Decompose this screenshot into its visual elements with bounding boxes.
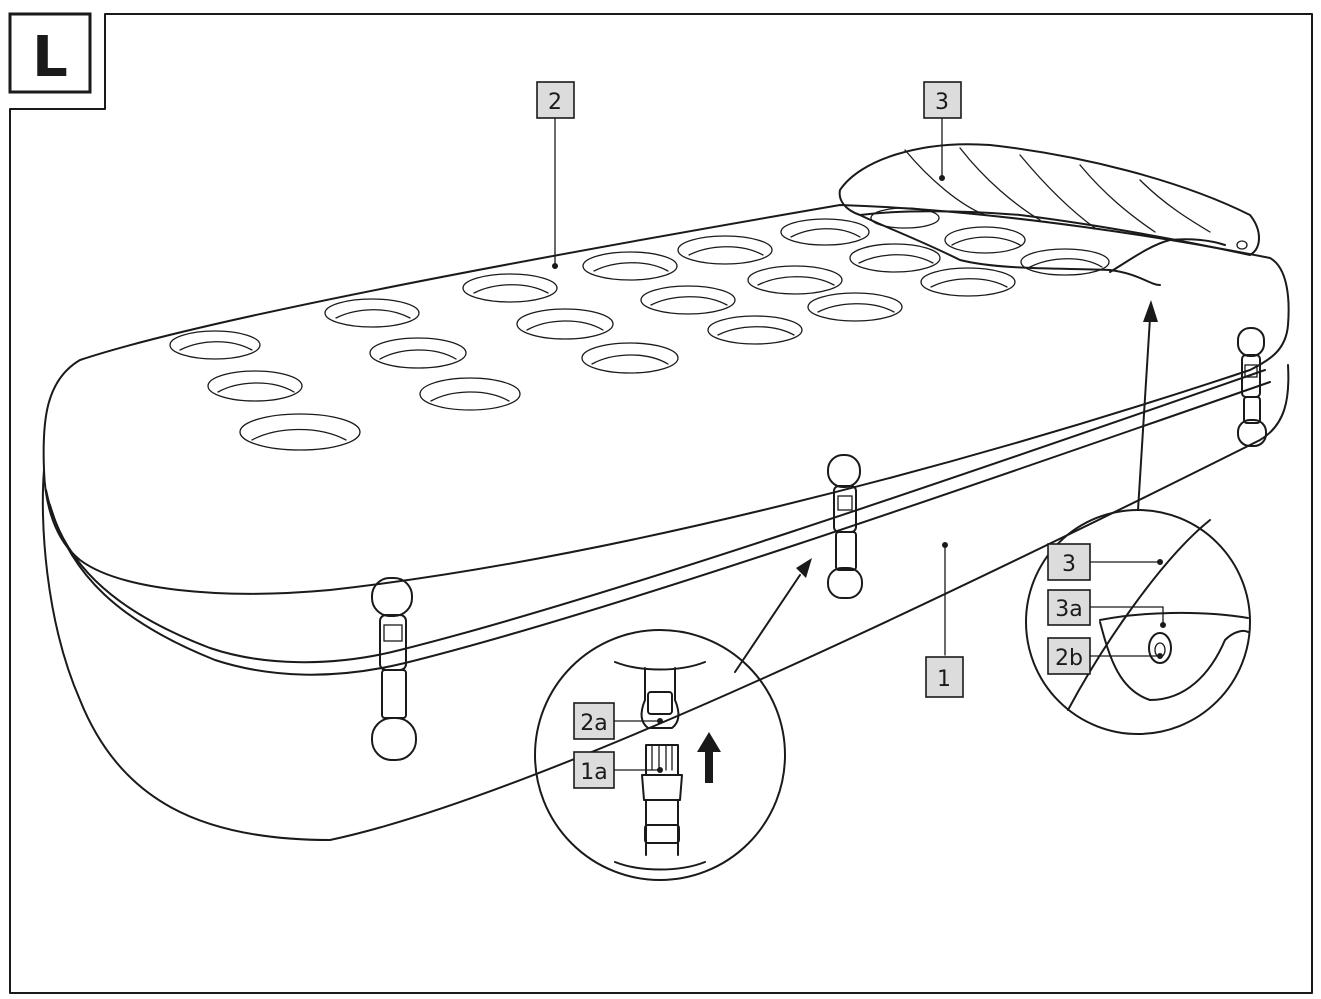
svg-text:3: 3	[1062, 552, 1076, 577]
detail-buckle	[534, 629, 786, 881]
leader-arrows	[734, 300, 1158, 673]
pillow	[838, 143, 1260, 286]
figure-frame	[9, 13, 1313, 994]
side-buckle-middle	[827, 454, 863, 599]
svg-text:3: 3	[935, 90, 949, 115]
panel-letter: L	[32, 25, 68, 90]
panel-letter-box	[8, 12, 92, 94]
callout-label-1: 1	[925, 656, 964, 698]
svg-text:2: 2	[548, 90, 562, 115]
callout-label-1a: 1a	[573, 751, 615, 789]
mattress-top	[42, 204, 1290, 595]
callout-lines	[552, 115, 1166, 773]
svg-text:1a: 1a	[580, 760, 607, 785]
svg-text:2a: 2a	[580, 711, 607, 736]
callout-label-3-detail: 3	[1047, 543, 1091, 581]
mattress-base	[41, 364, 1290, 841]
callout-label-2: 2	[536, 81, 575, 119]
svg-text:3a: 3a	[1055, 597, 1082, 622]
svg-text:2b: 2b	[1055, 646, 1083, 671]
mattress-dimples	[169, 207, 1110, 451]
svg-text:1: 1	[937, 667, 951, 692]
callout-label-3a: 3a	[1047, 589, 1091, 626]
side-buckle-left	[371, 577, 417, 761]
callout-label-3: 3	[923, 81, 962, 119]
callout-label-2a: 2a	[573, 702, 615, 740]
arrow-up-icon	[697, 732, 721, 783]
callout-label-2b: 2b	[1047, 637, 1091, 675]
side-buckle-right	[1237, 327, 1267, 447]
